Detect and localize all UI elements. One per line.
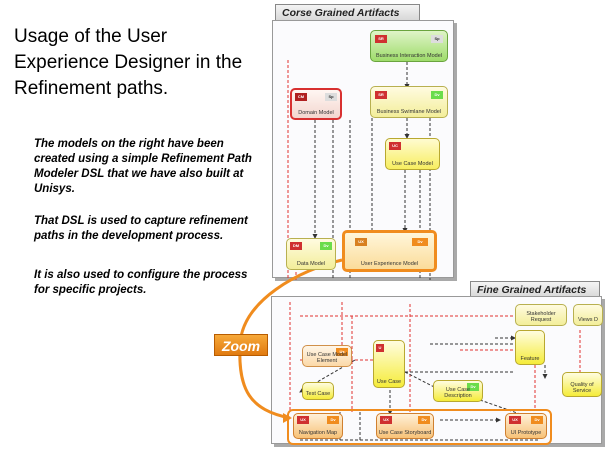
node-label: Use Case Description <box>444 387 472 399</box>
node-business-interaction-model[interactable]: SR Sp Business Interaction Model <box>370 30 448 62</box>
fine-panel-tab: Fine Grained Artifacts <box>470 281 600 298</box>
node-label: Domain Model <box>298 110 334 116</box>
node-label: Data Model <box>296 261 326 267</box>
node-business-swimlane-model[interactable]: SR Dv Business Swimlane Model <box>370 86 448 118</box>
node-quality-of-service[interactable]: Quality of Service <box>562 372 602 397</box>
node-feature[interactable]: Feature <box>515 330 545 365</box>
node-label: Feature <box>520 356 540 362</box>
node-label: Quality of Service <box>570 382 594 394</box>
slide-title: Usage of the User Experience Designer in… <box>14 26 243 99</box>
node-label: Use Case <box>376 379 402 385</box>
node-label: Test Case <box>305 391 331 397</box>
zoom-label: Zoom <box>214 334 268 356</box>
node-label: Stakeholder Request <box>526 311 556 323</box>
node-use-case-model[interactable]: UC Use Case Model <box>385 138 440 170</box>
node-label: Use Case Storyboard <box>378 430 432 436</box>
node-navigation-map[interactable]: UX Dv Navigation Map <box>293 413 343 439</box>
node-label: Navigation Map <box>298 430 338 436</box>
node-user-experience-model[interactable]: UX Dv User Experience Model <box>342 230 437 272</box>
node-label: Business Swimlane Model <box>376 109 442 115</box>
node-views[interactable]: Views D <box>573 304 603 326</box>
node-ui-prototype[interactable]: UX Dv UI Prototype <box>505 413 547 439</box>
node-use-case-description[interactable]: Dv Use Case Description <box>433 380 483 402</box>
note-paragraph-2: That DSL is used to capture refinement p… <box>34 215 248 242</box>
node-test-case[interactable]: Test Case <box>302 382 334 400</box>
node-label: Views D <box>577 317 599 323</box>
node-use-case[interactable]: U Use Case <box>373 340 405 388</box>
node-label: User Experience Model <box>360 261 419 267</box>
node-domain-model[interactable]: CM Sp Domain Model <box>290 88 342 120</box>
note-paragraph-3: It is also used to configure the process… <box>34 269 248 296</box>
node-data-model[interactable]: DM Dv Data Model <box>286 238 336 270</box>
node-stakeholder-request[interactable]: Stakeholder Request <box>515 304 567 326</box>
node-label: UI Prototype <box>510 430 542 436</box>
node-label: Use Case Model Element <box>306 352 348 364</box>
node-use-case-storyboard[interactable]: UX Dv Use Case Storyboard <box>376 413 434 439</box>
fine-highlight-frame <box>287 409 552 445</box>
note-paragraph-1: The models on the right have been create… <box>34 138 252 195</box>
node-label: Use Case Model <box>392 161 433 167</box>
node-label: Business Interaction Model <box>375 53 443 59</box>
node-use-case-model-element[interactable]: Ux Use Case Model Element <box>302 345 352 367</box>
coarse-panel-tab: Corse Grained Artifacts <box>275 4 420 21</box>
